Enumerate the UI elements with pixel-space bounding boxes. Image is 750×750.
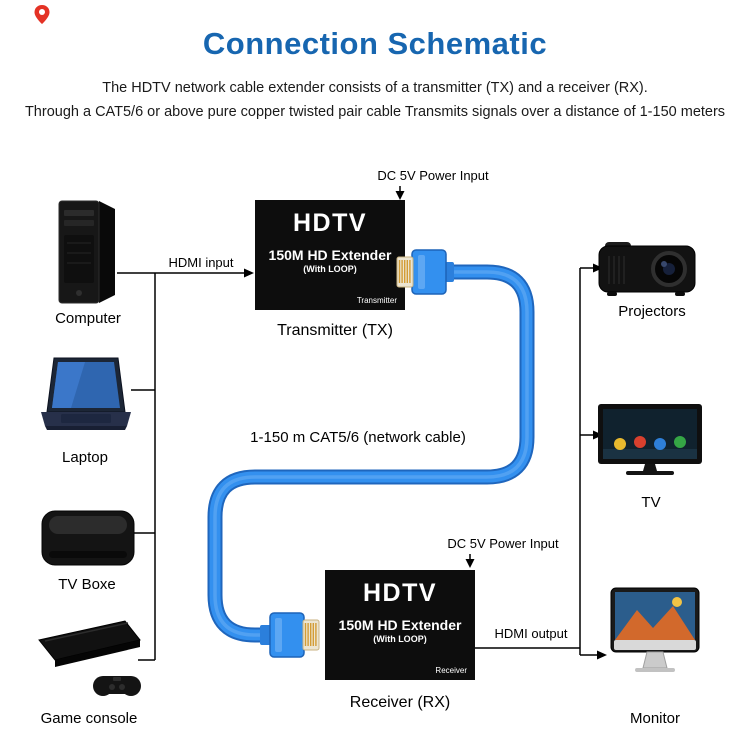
extender-model: 150M HD Extender xyxy=(338,617,462,633)
receiver-caption: Receiver (RX) xyxy=(349,694,451,711)
rj45-connector-tx xyxy=(396,249,454,295)
game-console-icon xyxy=(38,620,141,696)
transmitter-caption: Transmitter (TX) xyxy=(277,322,393,339)
extender-loop-note: (With LOOP) xyxy=(373,634,427,644)
rj45-connector-rx xyxy=(260,612,320,658)
computer-label: Computer xyxy=(55,310,121,327)
monitor-label: Monitor xyxy=(629,710,681,727)
laptop-icon xyxy=(41,357,131,430)
projector-icon xyxy=(598,242,696,296)
tv-icon xyxy=(598,404,702,475)
projectors-label: Projectors xyxy=(618,303,686,320)
source-bus-lines xyxy=(117,268,254,661)
extender-brand: HDTV xyxy=(362,579,438,607)
page-title: Connection Schematic xyxy=(202,26,548,61)
display-bus-lines xyxy=(475,263,607,660)
subtitle-line-2: Through a CAT5/6 or above pure copper tw… xyxy=(24,104,726,120)
extender-brand: HDTV xyxy=(292,209,368,237)
transmitter-tag: Transmitter xyxy=(356,296,397,305)
subtitle-line-1: The HDTV network cable extender consists… xyxy=(102,80,648,96)
tv-box-label: TV Boxe xyxy=(58,576,116,593)
game-console-label: Game console xyxy=(40,710,138,727)
computer-icon xyxy=(58,200,115,304)
transmitter-box: HDTV 150M HD Extender (With LOOP) Transm… xyxy=(255,200,405,310)
cable-length-label: 1-150 m CAT5/6 (network cable) xyxy=(250,429,466,446)
location-pin-icon xyxy=(34,5,50,24)
monitor-icon xyxy=(610,587,700,672)
receiver-tag: Receiver xyxy=(435,666,467,675)
laptop-label: Laptop xyxy=(62,449,108,466)
power-input-arrows xyxy=(395,186,475,568)
hdmi-input-arrowhead xyxy=(244,268,254,278)
receiver-box: HDTV 150M HD Extender (With LOOP) Receiv… xyxy=(325,570,475,680)
ethernet-cable xyxy=(207,264,535,643)
extender-model: 150M HD Extender xyxy=(268,247,392,263)
dc-power-label-tx: DC 5V Power Input xyxy=(377,168,489,183)
hdmi-input-label: HDMI input xyxy=(168,255,234,270)
extender-loop-note: (With LOOP) xyxy=(303,264,357,274)
tv-box-icon xyxy=(41,510,135,566)
hdmi-output-label: HDMI output xyxy=(494,626,568,641)
dc-power-label-rx: DC 5V Power Input xyxy=(447,536,559,551)
tv-label: TV xyxy=(641,494,661,511)
